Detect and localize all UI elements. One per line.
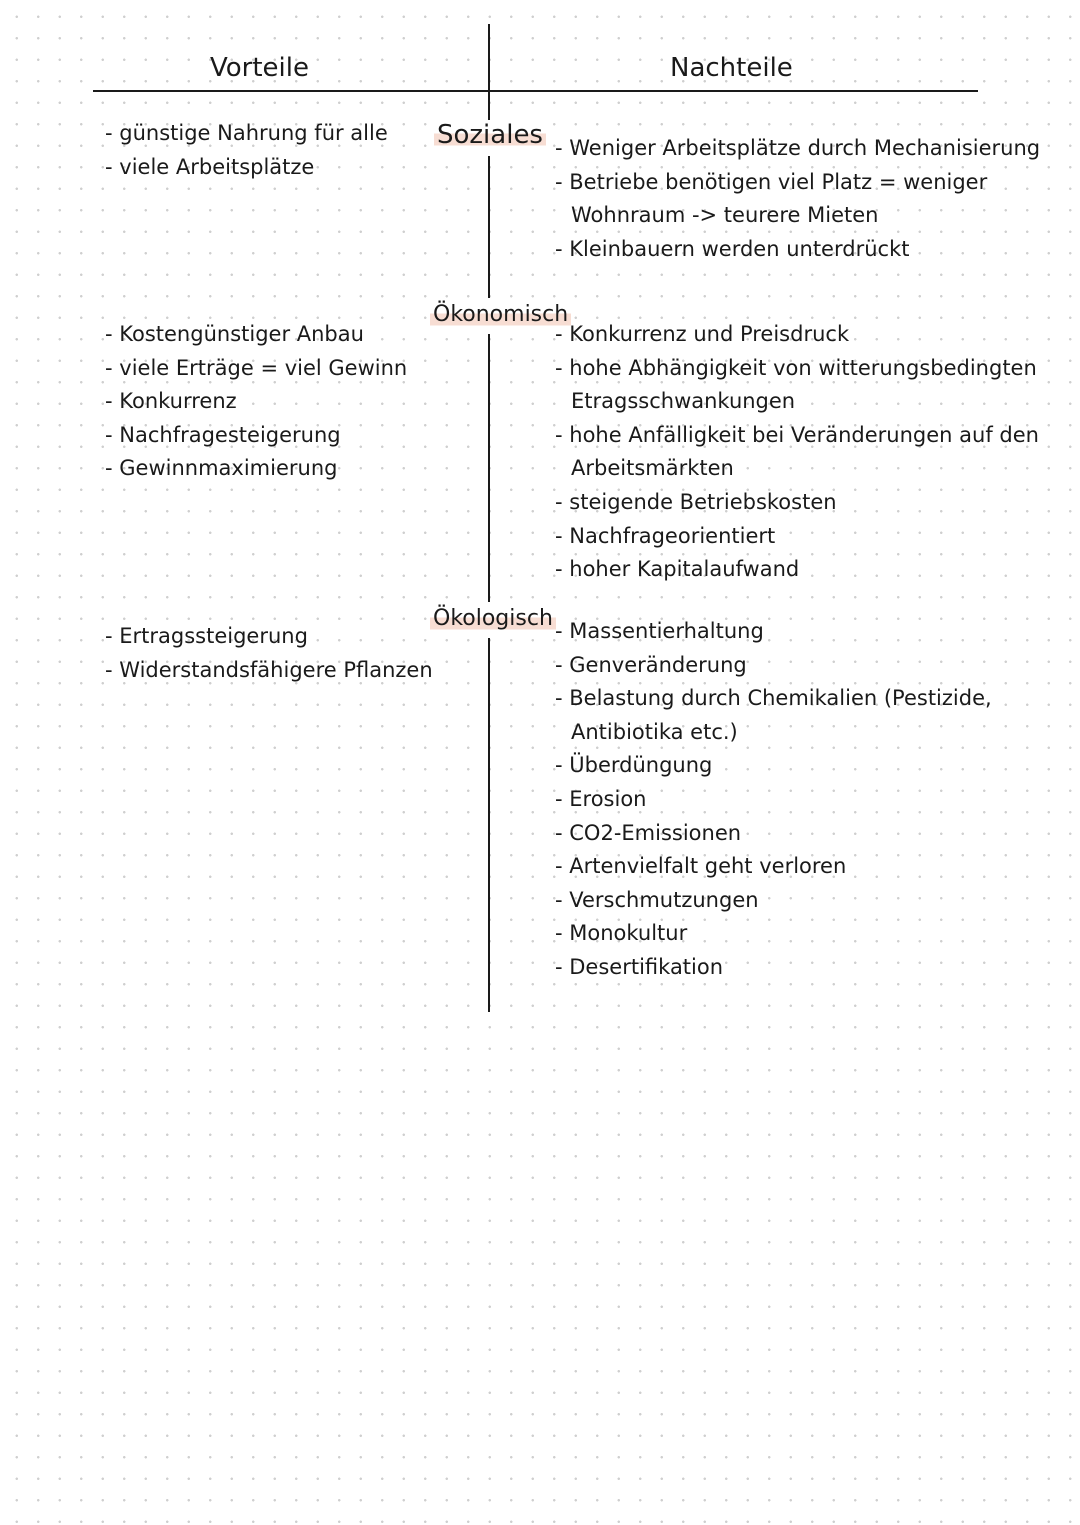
list-item: Kostengünstiger Anbau: [105, 318, 407, 352]
list-item: Konkurrenz und Preisdruck: [555, 318, 1039, 352]
nachteile-list-oekonomisch: Konkurrenz und Preisdruck hohe Abhängigk…: [555, 318, 1039, 587]
category-label-oekologisch: Ökologisch: [430, 602, 556, 638]
list-item: Antibiotika etc.): [571, 719, 738, 744]
category-label-soziales: Soziales: [430, 120, 550, 156]
list-item: Belastung durch Chemikalien (Pestizide,: [555, 682, 991, 716]
nachteile-list-oekologisch: Massentierhaltung Genveränderung Belastu…: [555, 615, 992, 985]
list-item: Monokultur: [555, 917, 992, 951]
vorteile-list-oekonomisch: Kostengünstiger Anbau viele Erträge = vi…: [105, 318, 407, 486]
list-item: Arbeitsmärkten: [571, 456, 734, 481]
list-item: viele Arbeitsplätze: [105, 151, 388, 185]
list-item: Überdüngung: [555, 749, 992, 783]
list-item: Ertragssteigerung: [105, 620, 433, 654]
list-item: Kleinbauern werden unterdrückt: [555, 233, 1040, 267]
list-item: günstige Nahrung für alle: [105, 117, 388, 151]
category-label-oekonomisch: Ökonomisch: [430, 298, 572, 334]
list-item: Gewinnmaximierung: [105, 452, 407, 486]
list-item: Konkurrenz: [105, 385, 407, 419]
vorteile-list-soziales: günstige Nahrung für alle viele Arbeitsp…: [105, 117, 388, 184]
nachteile-list-soziales: Weniger Arbeitsplätze durch Mechanisieru…: [555, 132, 1040, 266]
list-item: Wohnraum -> teurere Mieten: [571, 203, 879, 228]
list-item: Genveränderung: [555, 649, 992, 683]
header-divider-line: [93, 90, 978, 92]
vorteile-list-oekologisch: Ertragssteigerung Widerstandsfähigere Pf…: [105, 620, 433, 688]
list-item: hohe Abhängigkeit von witterungsbedingte…: [555, 352, 1039, 386]
list-item: Nachfrageorientiert: [555, 520, 1039, 554]
list-item: Erosion: [555, 783, 992, 817]
table-header-left: Vorteile: [210, 53, 309, 83]
list-item: Desertifikation: [555, 951, 992, 985]
list-item: Nachfragesteigerung: [105, 419, 407, 453]
list-item: Etragsschwankungen: [571, 389, 796, 414]
list-item: viele Erträge = viel Gewinn: [105, 352, 407, 386]
list-item: Artenvielfalt geht verloren: [555, 850, 992, 884]
list-item: Massentierhaltung: [555, 615, 992, 649]
list-item: steigende Betriebskosten: [555, 486, 1039, 520]
list-item: Verschmutzungen: [555, 884, 992, 918]
list-item: Weniger Arbeitsplätze durch Mechanisieru…: [555, 132, 1040, 166]
list-item: CO2-Emissionen: [555, 817, 992, 851]
list-item: Betriebe benötigen viel Platz = weniger: [555, 166, 1040, 200]
table-header-right: Nachteile: [670, 53, 793, 83]
list-item: Widerstandsfähigere Pflanzen: [105, 654, 432, 688]
center-divider-line: [488, 24, 490, 1012]
list-item: hohe Anfälligkeit bei Veränderungen auf …: [555, 419, 1039, 453]
list-item: hoher Kapitalaufwand: [555, 553, 1039, 587]
